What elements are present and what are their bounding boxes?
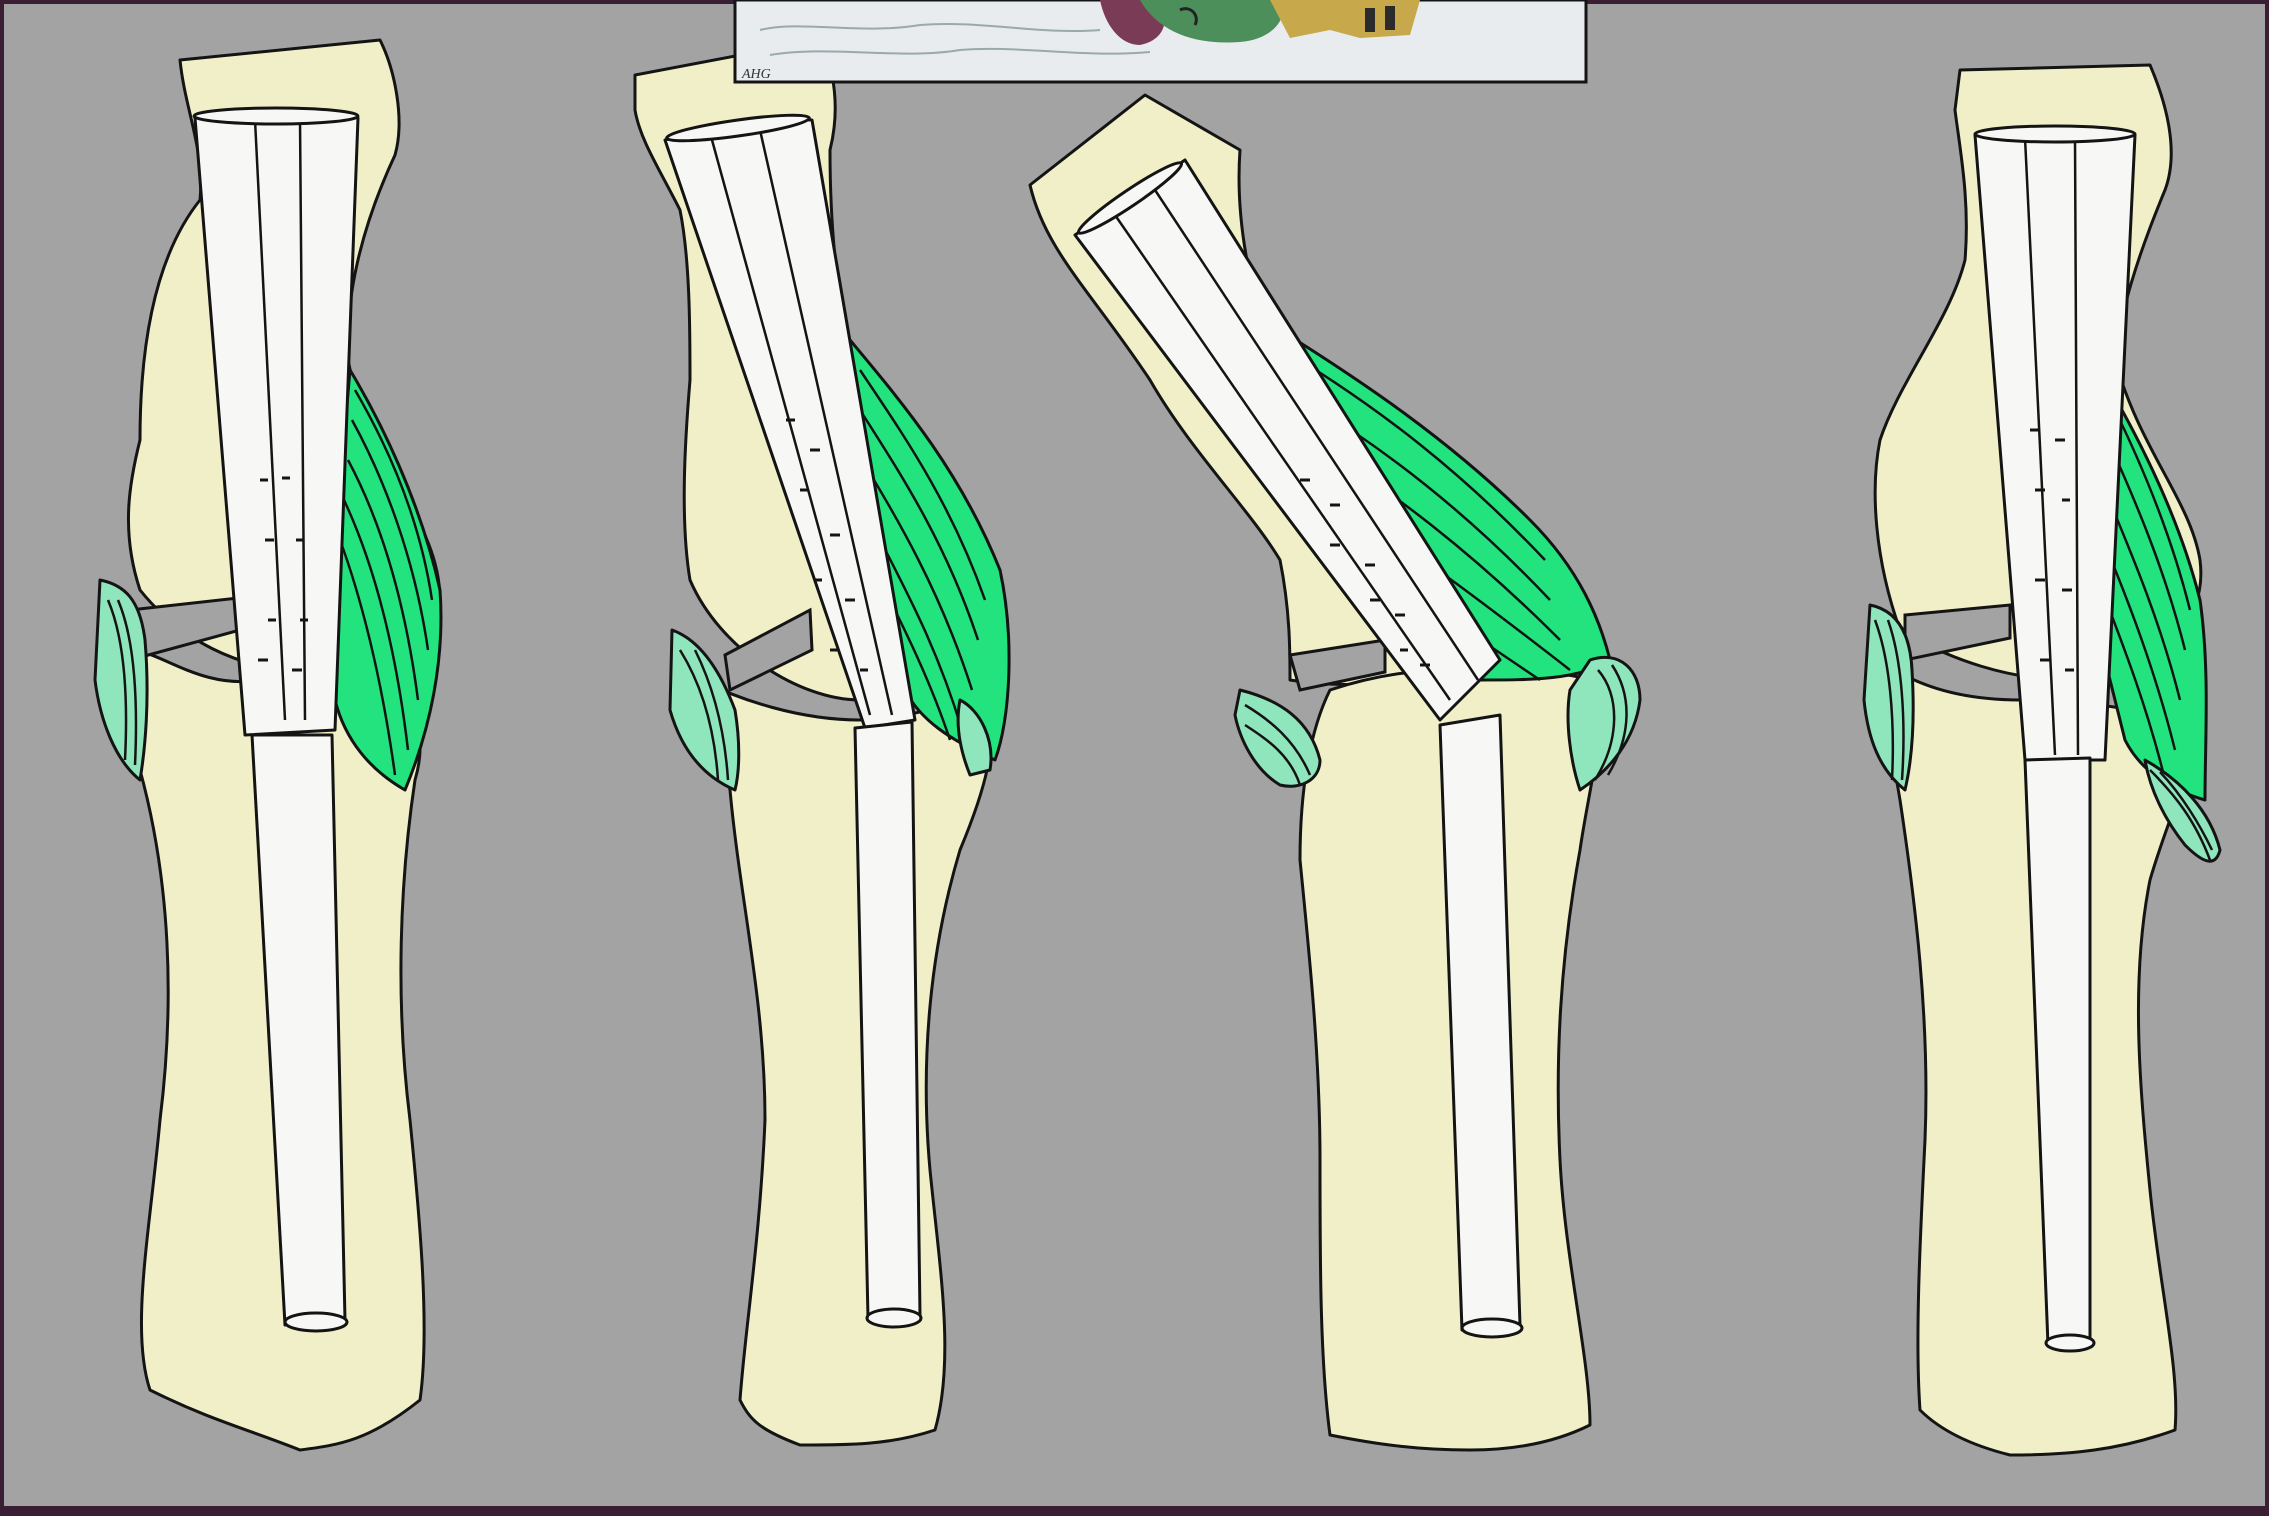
panel-2-tendon-tube <box>855 722 920 1318</box>
inset-signature: AHG <box>741 67 771 82</box>
inset-sketch-thumbnail: AHG <box>735 0 1586 82</box>
